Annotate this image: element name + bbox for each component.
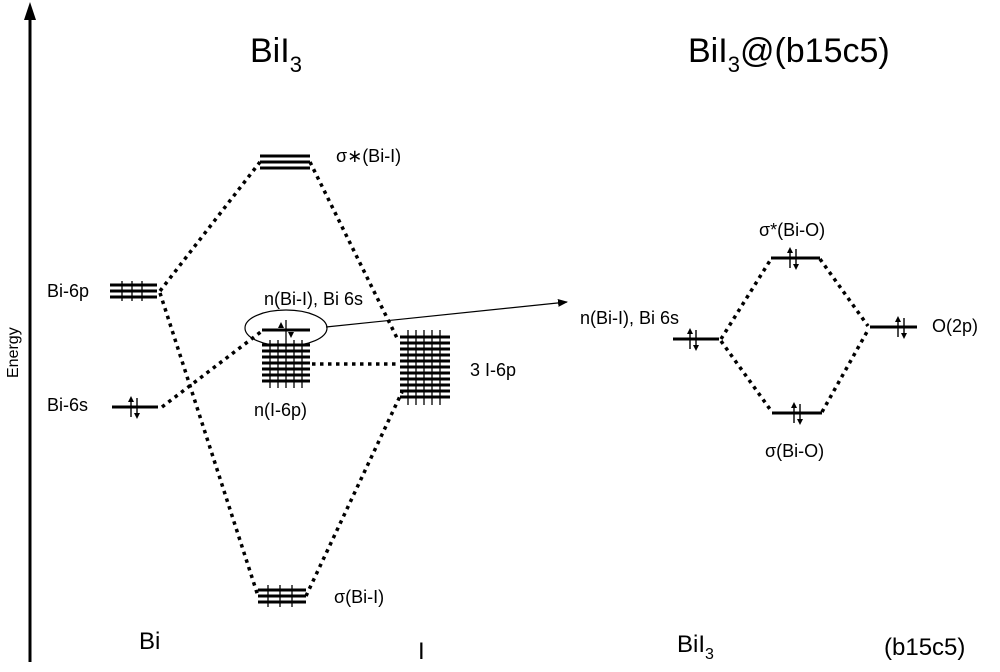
sigma-star-bi-o-level [771,247,820,270]
correlation-arrow [325,298,568,328]
o-2p-level [870,316,917,339]
column-label-bi: Bi [139,628,160,655]
n-i-6p-levels [262,320,310,388]
sigma-star-bi-i-levels [260,154,310,170]
right-correlation-lines [719,257,870,414]
o-2p-label: O(2p) [932,316,978,336]
left-correlation-lines [158,160,404,597]
n-bi-i-bi-6s-left-label: n(Bi-I), Bi 6s [264,289,363,309]
bi-6s-label: Bi-6s [47,395,88,415]
n-i-6p-label: n(I-6p) [254,400,307,420]
n-bi-i-bi-6s-right-level [673,328,719,351]
sigma-star-bi-o-label: σ*(Bi-O) [759,220,825,240]
sigma-bi-o-label: σ(Bi-O) [765,441,824,461]
bi-6p-levels [110,281,157,301]
bi-6s-level [112,396,158,419]
sigma-bi-i-levels [258,585,306,607]
sigma-bi-i-label: σ(Bi-I) [334,587,384,607]
energy-axis [24,2,36,662]
column-label-bii3: BiI3 [677,631,714,663]
right-diagram-title: BiI3@(b15c5) [688,32,890,77]
energy-axis-label: Energy [5,327,22,378]
column-label-i: I [418,638,425,665]
three-i-6p-levels [400,330,450,405]
three-i-6p-label: 3 I-6p [470,360,516,380]
bi-6p-label: Bi-6p [47,281,89,301]
column-label-b15c5: (b15c5) [884,634,965,661]
n-bi-i-bi-6s-right-label: n(Bi-I), Bi 6s [580,308,679,328]
sigma-bi-o-level [772,402,822,425]
sigma-star-bi-i-label: σ∗(Bi-I) [336,146,401,166]
left-diagram-title: BiI3 [250,32,302,77]
